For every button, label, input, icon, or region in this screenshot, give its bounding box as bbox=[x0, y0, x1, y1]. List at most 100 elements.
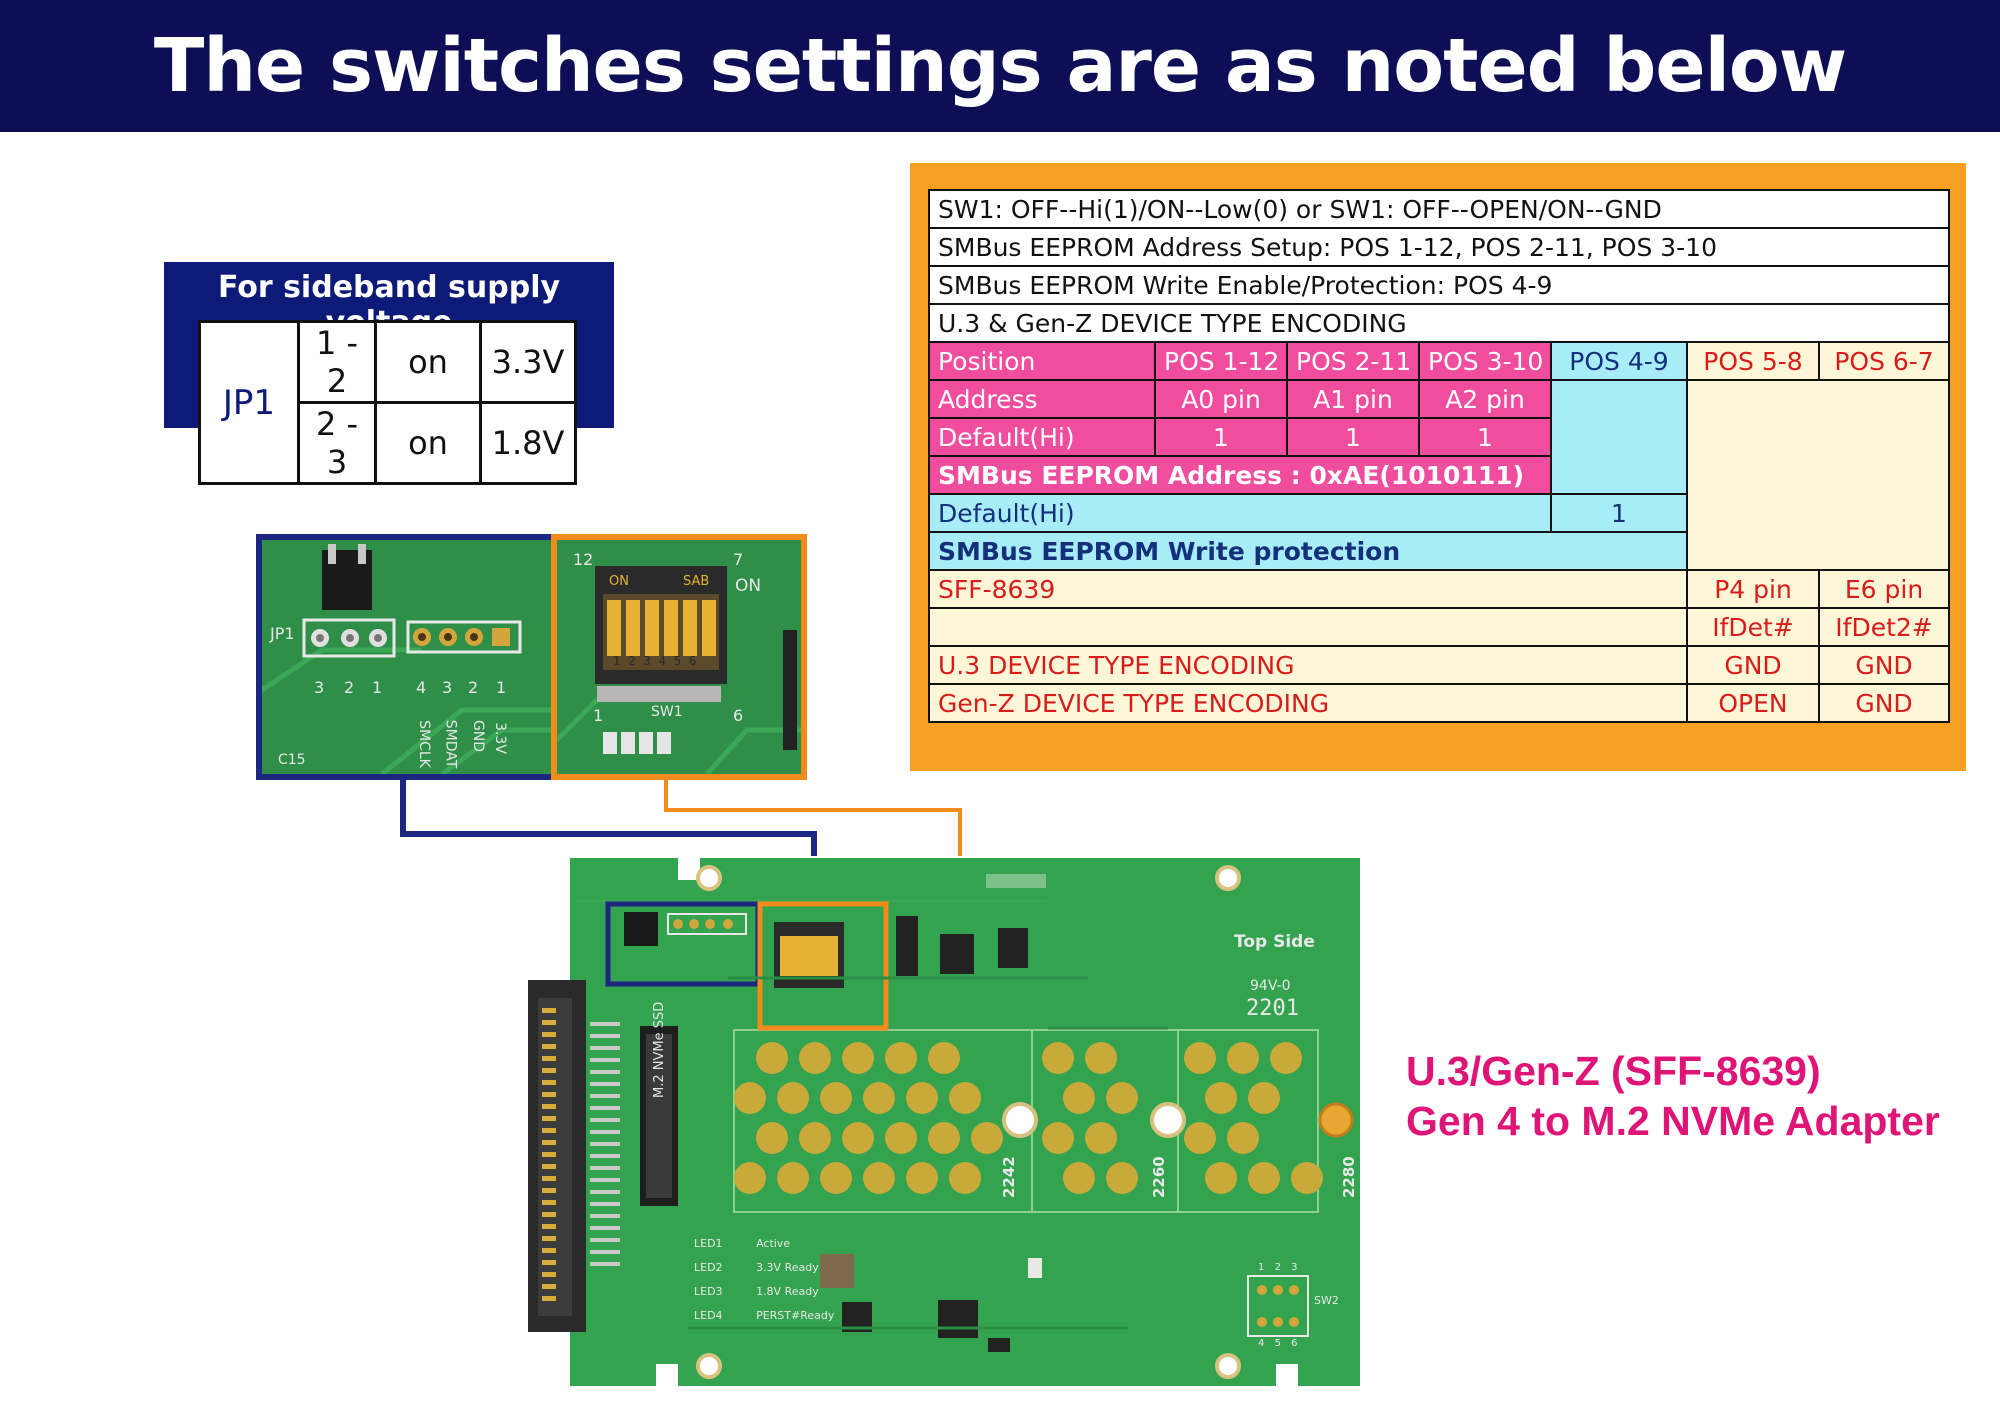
length-2260: 2260 bbox=[1150, 1156, 1168, 1198]
pin-number: 1 bbox=[372, 678, 383, 697]
header-number: 2 bbox=[468, 678, 479, 697]
genz-cell: GND bbox=[1817, 683, 1951, 723]
position-cell: POS 5-8 bbox=[1686, 341, 1820, 381]
default-label-2: Default(Hi) bbox=[928, 493, 1552, 533]
switch-on-mark: ON bbox=[609, 574, 629, 589]
pin-number: 2 bbox=[344, 678, 355, 697]
default-label: Default(Hi) bbox=[928, 417, 1156, 457]
led-text: Active bbox=[756, 1237, 791, 1250]
led-row: LED1 Active bbox=[694, 1232, 834, 1256]
default-cell: 1 bbox=[1286, 417, 1420, 457]
led-text: PERST#Ready bbox=[756, 1309, 835, 1322]
ifdet-label bbox=[928, 607, 1688, 647]
position-cell: POS 6-7 bbox=[1817, 341, 1951, 381]
table-row: U.3 & Gen-Z DEVICE TYPE ENCODING bbox=[927, 303, 1951, 343]
switch-settings-panel: SW1: OFF--Hi(1)/ON--Low(0) or SW1: OFF--… bbox=[910, 163, 1966, 771]
sw2-pin: 1 bbox=[1258, 1262, 1265, 1273]
table-row: SMBus EEPROM Write protection bbox=[928, 531, 1949, 571]
jp1-voltage-box: For sideband supply voltage JP1 1 - 2 on… bbox=[164, 262, 614, 485]
sw1-on-label: ON bbox=[735, 576, 762, 596]
sw2-bottom-numbers: 4 5 6 bbox=[1258, 1338, 1298, 1349]
address-cell: A2 pin bbox=[1418, 379, 1552, 419]
jp1-closeup: JP1 3 2 1 4 3 2 1 SMCLK SMDAT GND 3.3V C… bbox=[256, 534, 562, 780]
sw1-bottom-right: 6 bbox=[733, 706, 744, 725]
switch-brand: SAB bbox=[683, 574, 710, 589]
jp1-silk-label: JP1 bbox=[270, 624, 295, 643]
write-enable-note: SMBus EEPROM Write Enable/Protection: PO… bbox=[927, 265, 1951, 305]
ifdet-cell: IfDet# bbox=[1686, 607, 1820, 647]
table-row: Position POS 1-12 POS 2-11 POS 3-10 POS … bbox=[928, 341, 1951, 381]
sw1-bottom-left: 1 bbox=[593, 706, 604, 725]
default-cell: 1 bbox=[1418, 417, 1552, 457]
u3-label: U.3 DEVICE TYPE ENCODING bbox=[928, 645, 1688, 685]
pcb-board: Top Side 94V-0 2201 M.2 NVMe SSD 2242 22… bbox=[528, 858, 1360, 1386]
pos58-67-blank bbox=[1685, 379, 1951, 571]
position-cell: POS 3-10 bbox=[1418, 341, 1552, 381]
cap-silk-label: C15 bbox=[278, 752, 306, 768]
genz-label: Gen-Z DEVICE TYPE ENCODING bbox=[928, 683, 1688, 723]
address-setup-note: SMBus EEPROM Address Setup: POS 1-12, PO… bbox=[927, 227, 1951, 267]
sw2-label: SW2 bbox=[1314, 1294, 1339, 1307]
pos49-blank bbox=[1550, 379, 1688, 495]
header-number: 1 bbox=[496, 678, 507, 697]
top-side-label: Top Side bbox=[1234, 932, 1315, 952]
sw1-top-right: 7 bbox=[733, 550, 744, 569]
table-row: Address A0 pin A1 pin A2 pin bbox=[928, 379, 1951, 571]
product-name: U.3/Gen-Z (SFF-8639) Gen 4 to M.2 NVMe A… bbox=[1406, 1046, 1940, 1146]
address-label: Address bbox=[928, 379, 1156, 419]
jp1-table: JP1 1 - 2 on 3.3V 2 - 3 on 1.8V bbox=[198, 320, 577, 485]
sw2-pin: 2 bbox=[1274, 1262, 1281, 1273]
slot-label: M.2 NVMe SSD bbox=[652, 1001, 667, 1098]
jp1-state: on bbox=[374, 320, 482, 404]
write-protection: SMBus EEPROM Write protection bbox=[928, 531, 1688, 571]
led-text: 1.8V Ready bbox=[756, 1285, 819, 1298]
sw1-closeup: 12 7 ON ON SAB 123456 1 6 SW1 bbox=[551, 534, 807, 780]
table-row: U.3 DEVICE TYPE ENCODING GND GND bbox=[928, 645, 1951, 685]
jp1-voltage: 1.8V bbox=[479, 401, 577, 485]
table-row: SMBus EEPROM Write Enable/Protection: PO… bbox=[927, 265, 1951, 305]
switch-digits: 123456 bbox=[613, 654, 705, 668]
led-label: LED4 bbox=[694, 1309, 723, 1322]
genz-cell: OPEN bbox=[1686, 683, 1820, 723]
page-title: The switches settings are as noted below bbox=[153, 23, 1847, 109]
rating-label: 94V-0 bbox=[1250, 978, 1291, 994]
pin-number: 3 bbox=[314, 678, 325, 697]
jp1-name: JP1 bbox=[198, 320, 300, 485]
jp1-state: on bbox=[374, 401, 482, 485]
product-line-1: U.3/Gen-Z (SFF-8639) bbox=[1406, 1048, 1821, 1094]
table-row: SW1: OFF--Hi(1)/ON--Low(0) or SW1: OFF--… bbox=[927, 189, 1951, 229]
table-row: IfDet# IfDet2# bbox=[928, 607, 1951, 647]
jp1-voltage: 3.3V bbox=[479, 320, 577, 404]
sff-label: SFF-8639 bbox=[928, 569, 1688, 609]
header-number: 3 bbox=[442, 678, 453, 697]
sw1-top-left: 12 bbox=[573, 550, 594, 569]
default-cell: 1 bbox=[1154, 417, 1288, 457]
title-banner: The switches settings are as noted below bbox=[0, 0, 2000, 132]
switch-settings-table: SW1: OFF--Hi(1)/ON--Low(0) or SW1: OFF--… bbox=[927, 189, 1951, 723]
led-row: LED4 PERST#Ready bbox=[694, 1304, 834, 1328]
date-code: 2201 bbox=[1246, 996, 1299, 1021]
led-label: LED2 bbox=[694, 1261, 723, 1274]
table-row: Default(Hi) 1 1 1 bbox=[928, 417, 1949, 457]
led-text: 3.3V Ready bbox=[756, 1261, 819, 1274]
signal-label: GND bbox=[470, 719, 487, 753]
led-label: LED3 bbox=[694, 1285, 723, 1298]
length-2242: 2242 bbox=[1000, 1156, 1018, 1198]
sff-cell: P4 pin bbox=[1686, 569, 1820, 609]
position-cell: POS 1-12 bbox=[1154, 341, 1288, 381]
signal-label: 3.3V bbox=[491, 722, 508, 754]
table-row: SMBus EEPROM Address Setup: POS 1-12, PO… bbox=[927, 227, 1951, 267]
signal-label: SMCLK bbox=[415, 720, 432, 768]
u3-cell: GND bbox=[1817, 645, 1951, 685]
product-line-2: Gen 4 to M.2 NVMe Adapter bbox=[1406, 1098, 1940, 1144]
sw2-pin: 3 bbox=[1291, 1262, 1298, 1273]
table-row: Gen-Z DEVICE TYPE ENCODING OPEN GND bbox=[928, 683, 1951, 723]
default-value-2: 1 bbox=[1550, 493, 1688, 533]
led-row: LED3 1.8V Ready bbox=[694, 1280, 834, 1304]
position-label: Position bbox=[928, 341, 1156, 381]
position-cell: POS 4-9 bbox=[1550, 341, 1688, 381]
signal-label: SMDAT bbox=[442, 719, 459, 769]
sff-cell: E6 pin bbox=[1817, 569, 1951, 609]
table-row: SMBus EEPROM Address : 0xAE(1010111) bbox=[928, 455, 1949, 495]
